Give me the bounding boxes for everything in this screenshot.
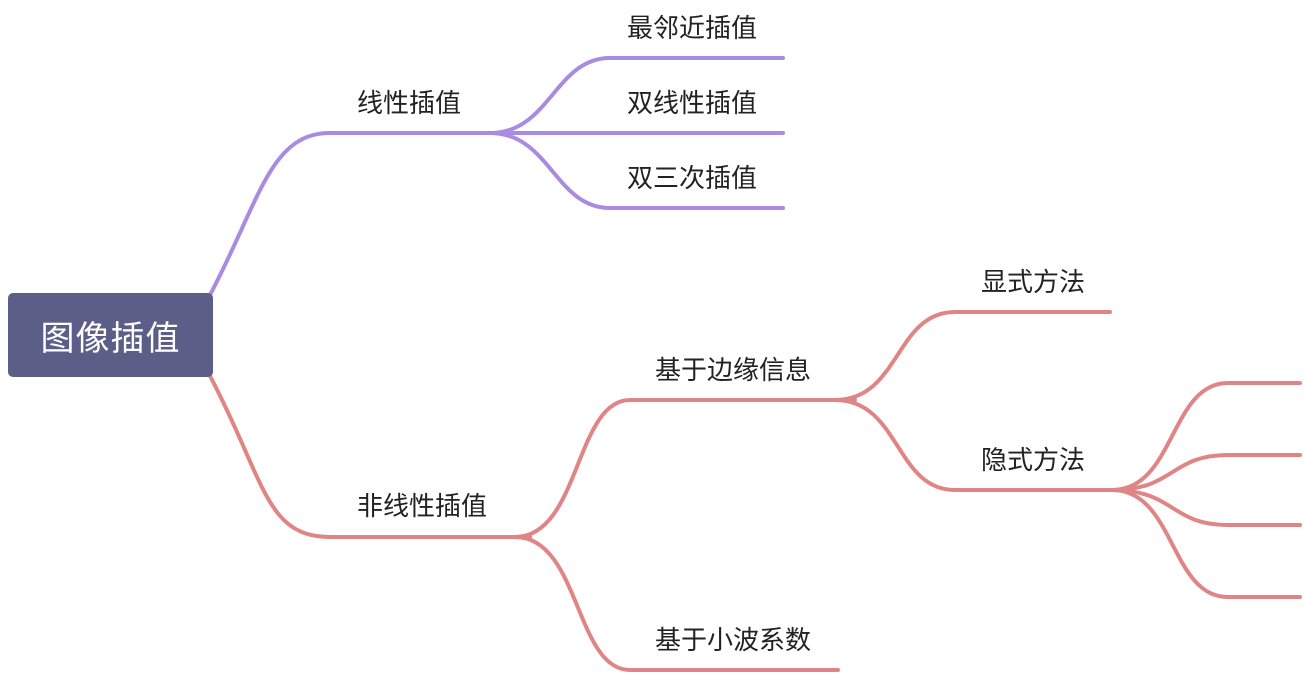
node-bicubic[interactable]: 双三次插值 — [627, 164, 758, 194]
connector-linear-nearest — [488, 56, 785, 135]
connector-implicit-leaf-2 — [1110, 453, 1302, 492]
connector-implicit-leaf-4 — [1110, 488, 1302, 599]
connector-edge-implicit — [833, 398, 1132, 492]
root-node[interactable]: 图像插值 — [8, 293, 213, 377]
connector-implicit-leaf-1 — [1110, 381, 1302, 492]
connector-linear-bicubic — [488, 131, 785, 210]
connector-edge-explicit — [833, 310, 1112, 402]
linear-branch-lines — [208, 56, 785, 297]
node-wavelet-based[interactable]: 基于小波系数 — [655, 626, 812, 656]
node-linear-interpolation[interactable]: 线性插值 — [357, 89, 462, 119]
connector-nonlinear-wavelet — [513, 535, 840, 672]
node-bilinear[interactable]: 双线性插值 — [627, 89, 758, 119]
nonlinear-branch-lines — [208, 310, 1302, 672]
connector-root-nonlinear — [208, 374, 532, 539]
node-edge-based[interactable]: 基于边缘信息 — [655, 356, 812, 386]
root-node-label: 图像插值 — [40, 318, 181, 359]
connector-root-linear — [208, 131, 507, 297]
node-implicit-method[interactable]: 隐式方法 — [981, 446, 1086, 476]
connector-implicit-leaf-3 — [1110, 488, 1302, 527]
node-nonlinear-interpolation[interactable]: 非线性插值 — [357, 492, 488, 522]
connector-nonlinear-edge — [513, 398, 857, 539]
node-explicit-method[interactable]: 显式方法 — [981, 268, 1086, 298]
node-nearest-neighbor[interactable]: 最邻近插值 — [627, 14, 758, 44]
